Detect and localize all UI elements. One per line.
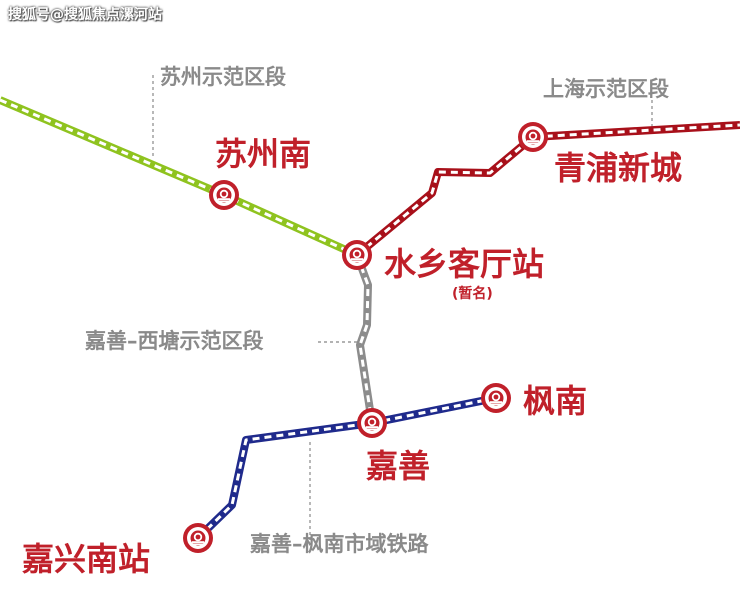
- station-label-fengnan: 枫南: [523, 382, 588, 420]
- segment-label-jiashan-fengnan: 嘉善–枫南市域铁路: [250, 532, 429, 556]
- shanghai-segment-line: [354, 121, 740, 259]
- xitang-segment-line: [353, 253, 376, 424]
- station-label-jiaxing-nan: 嘉兴南站: [22, 540, 151, 578]
- station-icon-jiaxing-nan: [183, 523, 213, 553]
- station-icon-fengnan: [481, 383, 511, 413]
- suzhou-segment-line: [0, 96, 359, 259]
- station-icon-shuixiang-keting: [342, 240, 372, 270]
- segment-label-suzhou: 苏州示范区段: [160, 65, 286, 89]
- watermark: 搜狐号@搜狐焦点漯河站: [8, 7, 162, 23]
- station-icon-jiashan: [357, 408, 387, 438]
- station-label-shuixiang-keting: 水乡客厅站: [384, 245, 545, 283]
- fengnan-segment-line: [195, 394, 497, 541]
- station-label-shuixiang-note: (暂名): [452, 286, 493, 302]
- leader-lines: [152, 75, 653, 540]
- station-label-jiashan: 嘉善: [366, 447, 431, 485]
- station-icon-qingpu-xincheng: [518, 122, 548, 152]
- station-label-suzhou-nan: 苏州南: [215, 135, 312, 173]
- station-icon-suzhou-nan: [209, 180, 239, 210]
- segment-label-jiashan-xitang: 嘉善–西塘示范区段: [85, 329, 264, 353]
- segment-label-shanghai: 上海示范区段: [543, 77, 669, 101]
- station-label-qingpu-xincheng: 青浦新城: [554, 149, 683, 187]
